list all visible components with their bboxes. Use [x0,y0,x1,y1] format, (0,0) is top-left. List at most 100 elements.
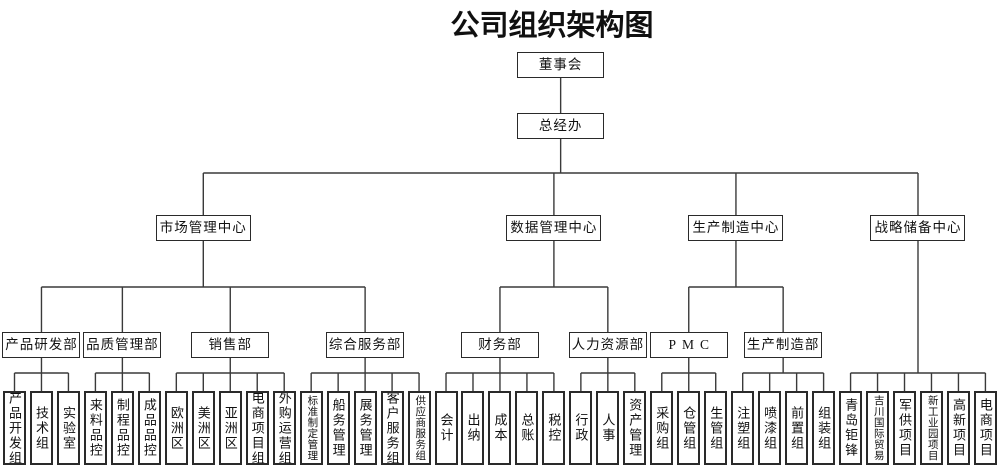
node-label: 数据管理中心 [510,220,598,236]
leaf-node: 电商项目组 [245,391,269,465]
leaf-node: 青岛钜锋 [839,391,863,465]
node-label: 欧洲区 [168,405,184,451]
leaf-node: 供应商服务组 [407,391,431,465]
node-label: 成本 [492,413,508,443]
leaf-node: 行政 [569,391,593,465]
node-label: 技术组 [33,405,49,451]
node-label: 船务管理 [330,398,346,458]
node-label: 总账 [519,413,535,443]
node-label: 喷漆组 [762,405,778,451]
node-label: 新工业园项目 [926,395,938,461]
leaf-node: 生管组 [704,391,728,465]
node-label: 财务部 [478,337,522,353]
leaf-node: 欧洲区 [164,391,188,465]
leaf-node: 高新项目 [946,391,970,465]
node-label: 电商项目组 [249,391,265,465]
node-label: 前置组 [789,405,805,451]
leaf-node: 船务管理 [326,391,350,465]
dept-node: 品质管理部 [83,332,162,358]
node-label: 人力资源部 [571,337,645,353]
leaf-node: 亚洲区 [218,391,242,465]
gm-office-node: 总经办 [517,113,605,139]
leaf-node: 总账 [515,391,539,465]
node-label: 会计 [438,413,454,443]
node-label: 高新项目 [950,398,966,458]
node-label: 生管组 [708,405,724,451]
leaf-node: 展务管理 [353,391,377,465]
node-label: 客户服务组 [384,391,400,465]
node-label: 综合服务部 [328,337,402,353]
node-label: 亚洲区 [222,405,238,451]
node-label: 吉川国际贸易 [872,395,884,461]
node-label: 战略储备中心 [874,220,962,236]
node-label: PMC [668,337,716,353]
node-label: 来料品控 [87,398,103,458]
dept-node: 生产制造部 [744,332,823,358]
node-label: 总经办 [538,118,583,134]
board-node: 董事会 [517,52,605,78]
leaf-node: 成品品控 [137,391,161,465]
leaf-node: 军供项目 [893,391,916,465]
leaf-node: 技术组 [29,391,53,465]
node-label: 品质管理部 [86,337,159,353]
leaf-node: 采购组 [650,391,674,465]
node-label: 人事 [600,413,616,443]
node-label: 资产管理 [627,398,643,458]
center-node: 战略储备中心 [870,215,966,241]
node-label: 出纳 [465,413,481,443]
node-label: 注塑组 [735,405,751,451]
node-label: 销售部 [208,337,252,353]
dept-node: 销售部 [191,332,270,358]
leaf-node: 喷漆组 [758,391,782,465]
leaf-node: 成本 [488,391,512,465]
leaf-node: 出纳 [461,391,485,465]
dept-node: 综合服务部 [326,332,405,358]
node-label: 行政 [573,413,589,443]
leaf-node: 仓管组 [677,391,701,465]
dept-node: PMC [649,332,728,358]
leaf-node: 注塑组 [731,391,755,465]
node-label: 采购组 [654,405,670,451]
leaf-node: 税控 [542,391,566,465]
node-label: 仓管组 [681,405,697,451]
leaf-node: 外购运营组 [272,391,296,465]
dept-node: 财务部 [460,332,539,358]
center-node: 生产制造中心 [688,215,784,241]
leaf-node: 会计 [434,391,458,465]
leaf-node: 客户服务组 [380,391,404,465]
node-label: 外购运营组 [276,391,292,465]
leaf-node: 实验室 [56,391,80,465]
leaf-node: 美洲区 [191,391,215,465]
dept-node: 产品研发部 [2,332,81,358]
node-label: 美洲区 [195,405,211,451]
leaf-node: 前置组 [785,391,809,465]
leaf-node: 制程品控 [110,391,134,465]
leaf-node: 组装组 [812,391,836,465]
node-label: 标准制定管理 [306,395,318,461]
page-title: 公司组织架构图 [450,10,654,42]
node-label: 实验室 [60,405,76,451]
node-label: 青岛钜锋 [843,398,859,458]
leaf-node: 标准制定管理 [299,391,323,465]
leaf-node: 人事 [596,391,620,465]
center-node: 数据管理中心 [506,215,602,241]
node-label: 税控 [546,413,562,443]
leaf-node: 产品开发组 [3,391,26,465]
node-label: 供应商服务组 [414,395,426,461]
leaf-node: 新工业园项目 [919,391,943,465]
node-label: 组装组 [816,405,832,451]
node-label: 生产制造中心 [692,220,780,236]
node-label: 成品品控 [141,398,157,458]
node-label: 生产制造部 [746,337,820,353]
leaf-node: 吉川国际贸易 [866,391,890,465]
node-label: 产品研发部 [5,337,78,353]
node-label: 军供项目 [897,398,912,458]
node-label: 制程品控 [114,398,130,458]
node-label: 电商项目 [977,398,993,458]
node-label: 董事会 [538,57,583,73]
center-node: 市场管理中心 [155,215,251,241]
leaf-node: 电商项目 [973,391,997,465]
dept-node: 人力资源部 [568,332,647,358]
